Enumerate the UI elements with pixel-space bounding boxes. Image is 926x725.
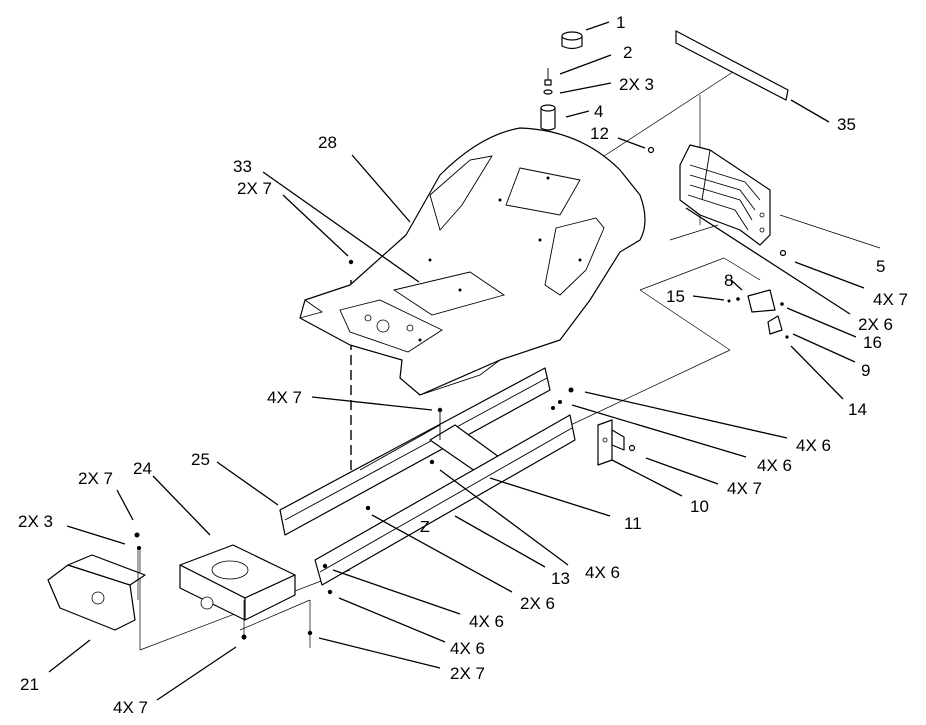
callout-2: 2 <box>623 43 632 62</box>
callout-3: 2X 3 <box>619 75 654 94</box>
callout-6-bracket: 2X 6 <box>858 315 893 334</box>
leader-lines <box>48 21 865 701</box>
callout-7-left: 2X 7 <box>78 469 113 488</box>
callout-33: 33 <box>233 157 252 176</box>
part-spacer <box>540 104 556 131</box>
part-seat-bracket <box>679 144 771 246</box>
z-mark: Z <box>420 519 430 536</box>
callout-16: 16 <box>863 333 882 352</box>
callout-6-frame-e: 4X 6 <box>450 639 485 658</box>
callout-7-rear: 4X 7 <box>727 479 762 498</box>
callout-25: 25 <box>191 450 210 469</box>
part-pivot-bracket <box>47 554 146 631</box>
callout-14: 14 <box>848 400 867 419</box>
part-bolt-7-rear <box>628 444 636 452</box>
callout-7-seat: 2X 7 <box>237 179 272 198</box>
callout-6-frame-c: 4X 6 <box>585 563 620 582</box>
callout-7-bracket: 4X 7 <box>873 290 908 309</box>
callout-12: 12 <box>590 124 609 143</box>
callout-8: 8 <box>724 271 733 290</box>
callout-6-frame-a: 4X 6 <box>796 436 831 455</box>
part-frame-rail-left <box>279 367 551 536</box>
part-mount-plate <box>179 544 296 621</box>
callout-13: 13 <box>551 569 570 588</box>
part-bolt-7-right <box>779 249 787 257</box>
part-cap <box>561 31 583 50</box>
part-screw <box>544 68 552 86</box>
part-bolt-12 <box>647 146 655 154</box>
part-washer <box>543 89 553 95</box>
callout-labels: 1 2 2X 3 4 12 35 28 33 2X 7 5 4X 7 8 15 … <box>18 13 908 717</box>
part-rear-bracket <box>597 419 625 466</box>
callout-9: 9 <box>861 361 870 380</box>
callout-28: 28 <box>318 133 337 152</box>
part-strip <box>675 30 789 101</box>
part-seat-pan <box>299 127 646 396</box>
callout-7-mount: 4X 7 <box>113 698 148 717</box>
part-switch-bracket <box>727 289 789 339</box>
callout-5: 5 <box>876 257 885 276</box>
part-bolt-7-seat <box>348 259 354 265</box>
callout-11: 11 <box>624 514 642 533</box>
callout-6-mid: 2X 6 <box>520 594 555 613</box>
part-bolt-7-bottom <box>241 634 247 640</box>
part-washer-3-left <box>137 546 141 550</box>
callout-4: 4 <box>594 102 603 121</box>
callout-10: 10 <box>690 497 709 516</box>
frame-hardware <box>307 387 574 636</box>
callout-1: 1 <box>616 13 625 32</box>
callout-7-frame: 4X 7 <box>267 388 302 407</box>
callout-6-frame-b: 4X 6 <box>757 456 792 475</box>
callout-21: 21 <box>20 675 39 694</box>
callout-35: 35 <box>837 115 856 134</box>
part-bolt-7-left <box>134 532 140 538</box>
callout-15: 15 <box>666 287 685 306</box>
callout-6-frame-d: 4X 6 <box>469 612 504 631</box>
callout-7-bottom: 2X 7 <box>450 664 485 683</box>
callout-24: 24 <box>133 459 152 478</box>
part-frame-rail-right <box>314 414 576 586</box>
callout-3-left: 2X 3 <box>18 512 53 531</box>
